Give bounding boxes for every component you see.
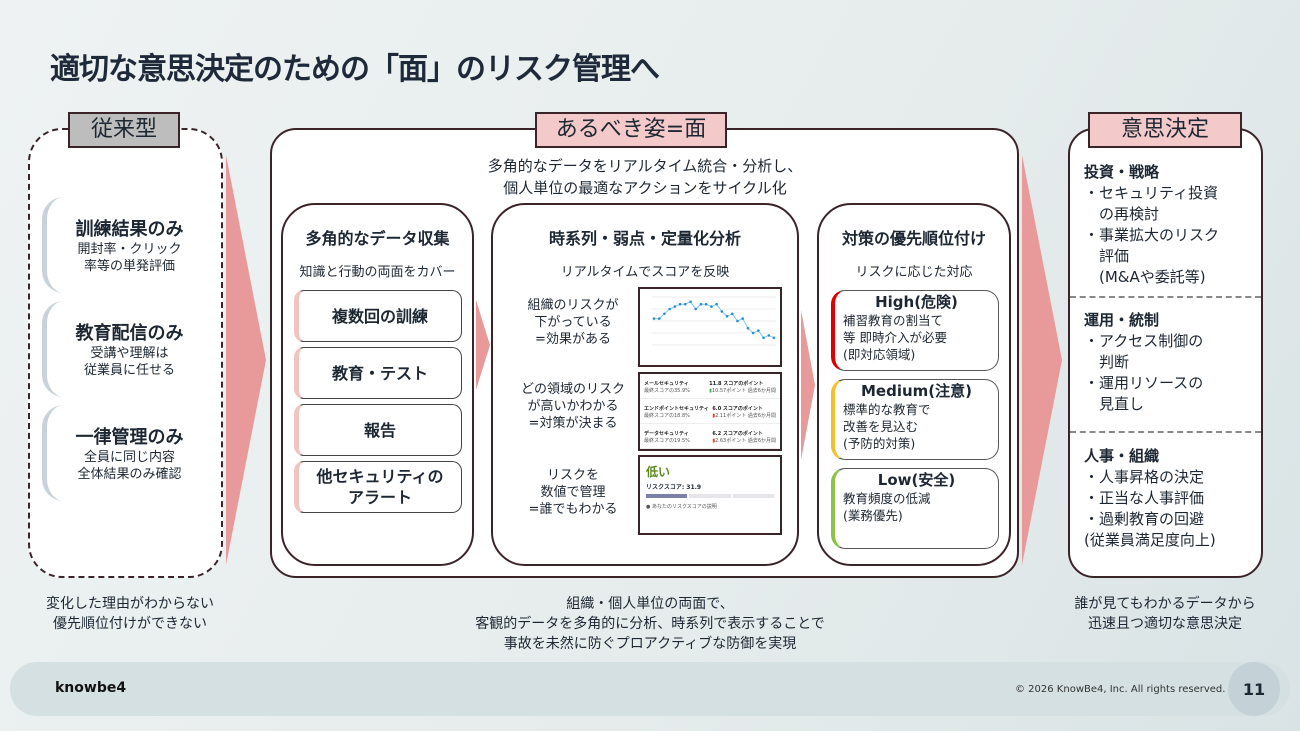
trend-point [668, 307, 671, 311]
trend-point [652, 317, 656, 320]
trend-point [694, 307, 698, 311]
copyright: © 2026 KnowBe4, Inc. All rights reserved… [1015, 684, 1226, 695]
trend-point [704, 302, 708, 306]
decision-section: 人事・組織・人事昇格の決定・正当な人事評価・過剰教育の回避(従業員満足度向上) [1070, 446, 1261, 551]
data-source-button[interactable]: 報告 [294, 404, 462, 456]
subtitle-line: 個人単位の最適なアクションをサイクル化 [503, 179, 787, 197]
trend-point [710, 305, 713, 308]
arrow-right-icon [1022, 155, 1062, 565]
decision-section: 運用・統制・アクセス制御の 判断・運用リソースの 見直し [1070, 310, 1261, 415]
row-text: リスクを数値で管理=誰でもわかる [528, 468, 618, 517]
subtitle-line: 多角的なデータをリアルタイム統合・分析し、 [487, 157, 803, 175]
summary-line: 優先順位付けができない [53, 616, 207, 632]
decision-item: ・アクセス制御の [1084, 332, 1204, 350]
trend-point [762, 336, 765, 340]
trend-point [699, 302, 703, 306]
trend-point [736, 319, 739, 323]
row-text: どの領域のリスクが高いかわかる=対策が決まる [520, 382, 625, 431]
trend-point [715, 302, 718, 306]
risk-level: 低い [646, 465, 671, 479]
divider [1070, 431, 1261, 433]
analysis-column: 時系列・弱点・定量化分析 リアルタイムでスコアを反映 組織のリスクが下がっている… [491, 203, 799, 566]
trend-point [684, 302, 687, 306]
decision-item: ・運用リソースの [1084, 374, 1204, 392]
priority-card-1: Medium(注意)標準的な教育で改善を見込む(予防的対策) [831, 379, 999, 460]
decision-item: ・過剰教育の回避 [1084, 510, 1205, 528]
prioritization-column: 対策の優先順位付け リスクに応じた対応 High(危険)補習教育の割当て等 即時… [817, 203, 1011, 566]
decision-item: (従業員満足度向上) [1084, 531, 1216, 549]
risk-area-list: メールセキュリティ最終スコアの35.9%11.8 スコアのポイント▮10.57ポ… [638, 372, 782, 451]
trend-point [767, 334, 771, 337]
decision-item: 評価 [1084, 247, 1130, 265]
decision-section: 投資・戦略・セキュリティ投資 の再検討・事業拡大のリスク 評価 (M&Aや委託等… [1070, 162, 1261, 288]
risk-area-row: エンドポイントセキュリティ最終スコアの18.8%6.0 スコアのポイント▮2.1… [640, 399, 780, 424]
decision-item: 見直し [1084, 395, 1145, 413]
risk-area-row: データセキュリティ最終スコアの19.5%6.2 スコアのポイント▮2.63ポイン… [640, 424, 780, 449]
trend-point [751, 331, 755, 335]
conventional-item: 一律管理のみ全員に同じ内容全体結果のみ確認 [42, 405, 212, 501]
trend-point [689, 300, 692, 304]
decision-item: の再検討 [1084, 205, 1160, 223]
footer-bar [10, 662, 1290, 716]
column-title: 時系列・弱点・定量化分析 [548, 229, 741, 248]
trend-point [746, 326, 750, 330]
column-title: 対策の優先順位付け [841, 229, 986, 248]
arrow-right-icon [226, 155, 266, 565]
trend-point [673, 305, 677, 308]
priority-card-0: High(危険)補習教育の割当て等 即時介入が必要(即対応領域) [831, 290, 999, 371]
ideal-summary: 組織・個人単位の両面で、客観的データを多角的に分析、時系列で表示することで事故を… [475, 596, 825, 652]
conventional-tag: 従来型 [68, 112, 180, 148]
data-source-button[interactable]: 複数回の訓練 [294, 290, 462, 342]
decision-item: ・人事昇格の決定 [1084, 468, 1205, 486]
conventional-item: 教育配信のみ受講や理解は従業員に任せる [42, 301, 212, 397]
slide-title: 適切な意思決定のための「面」のリスク管理へ [50, 52, 660, 87]
decision-panel: 投資・戦略・セキュリティ投資 の再検討・事業拡大のリスク 評価 (M&Aや委託等… [1068, 128, 1263, 578]
priority-card-2: Low(安全)教育頻度の低減(業務優先) [831, 468, 999, 549]
decision-tag: 意思決定 [1088, 112, 1242, 148]
trend-point [657, 317, 661, 320]
ideal-subtitle: 多角的なデータをリアルタイム統合・分析し、 個人単位の最適なアクションをサイクル… [420, 155, 870, 199]
column-subtitle: リアルタイムでスコアを反映 [560, 265, 730, 280]
trend-point [720, 310, 724, 313]
risk-area-row: メールセキュリティ最終スコアの35.9%11.8 スコアのポイント▮10.57ポ… [640, 374, 780, 399]
data-source-button[interactable]: 他セキュリティのアラート [294, 461, 462, 513]
decision-item: ・セキュリティ投資 [1084, 184, 1219, 202]
trend-point [730, 312, 734, 316]
conventional-item: 訓練結果のみ開封率・クリック率等の単発評価 [42, 197, 212, 293]
data-source-button[interactable]: 教育・テスト [294, 347, 462, 399]
column-subtitle: リスクに応じた対応 [855, 265, 973, 280]
risk-score-label: リスクスコア: 31.9 [646, 484, 702, 491]
decision-item: ・正当な人事評価 [1084, 489, 1205, 507]
risk-score-note: ● あなたのリスクスコアの説明 [646, 504, 717, 510]
divider [1070, 296, 1261, 298]
risk-score-bar [646, 494, 774, 498]
decision-summary: 誰が見てもわかるデータから迅速且つ適切な意思決定 [1074, 596, 1256, 632]
decision-item: 判断 [1084, 353, 1130, 371]
decision-item: (M&Aや委託等) [1084, 268, 1206, 286]
conventional-summary: 変化した理由がわからない 優先順位付けができない [5, 594, 255, 634]
data-collection-column: 多角的なデータ収集 知識と行動の両面をカバー 複数回の訓練教育・テスト報告他セキ… [281, 203, 474, 566]
risk-trend-chart [638, 287, 782, 367]
knowbe4-logo: knowbe4 [55, 680, 127, 696]
row-text: 組織のリスクが下がっている=効果がある [527, 298, 619, 347]
decision-item: ・事業拡大のリスク [1084, 226, 1220, 244]
column-subtitle: 知識と行動の両面をカバー [299, 265, 456, 280]
page-number: 11 [1228, 662, 1280, 716]
trend-point [772, 336, 776, 340]
column-title: 多角的なデータ収集 [305, 229, 450, 248]
risk-score-card: 低い リスクスコア: 31.9 ● あなたのリスクスコアの説明 [638, 455, 782, 535]
trend-point [725, 314, 729, 318]
trend-point [757, 329, 760, 332]
trend-point [678, 302, 682, 306]
trend-point [741, 317, 744, 320]
trend-point [663, 312, 666, 316]
ideal-tag: あるべき姿=面 [535, 112, 727, 148]
trend-line [654, 301, 775, 339]
summary-line: 変化した理由がわからない [46, 596, 214, 612]
